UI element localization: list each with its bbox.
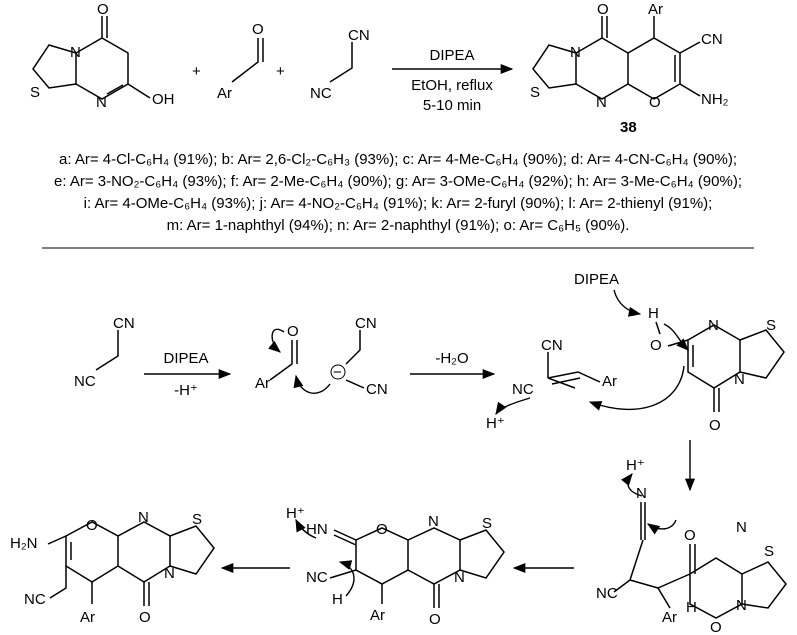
fp-Ar: Ar <box>80 609 95 626</box>
reactant-aldehyde: O Ar <box>217 21 264 102</box>
mm-N1: N <box>736 519 747 536</box>
ring-S: S <box>30 84 40 101</box>
p-ring-N: N <box>570 44 581 61</box>
ma-Ar: Ar <box>255 375 270 392</box>
step1-top: DIPEA <box>163 350 208 367</box>
step1-bottom: -H⁺ <box>174 382 198 399</box>
enol-H: H <box>648 305 659 322</box>
mc-CN2: CN <box>366 381 388 398</box>
ma-O: O <box>287 323 299 340</box>
im-H: H <box>332 591 343 608</box>
variant-line-4: m: Ar= 1-naphthyl (94%); n: Ar= 2-naphth… <box>167 217 630 234</box>
cond-time: 5-10 min <box>423 97 481 114</box>
im-S: S <box>482 515 492 532</box>
enol-S: S <box>766 317 776 334</box>
fp-NC: NC <box>24 591 46 608</box>
fp-O: O <box>86 517 98 534</box>
carbanion-charge: − <box>333 364 342 381</box>
fp-CO: O <box>139 609 151 626</box>
p-ring-N2: N <box>596 94 607 111</box>
p-NH2: NH₂ <box>701 91 729 108</box>
p-CN: CN <box>701 31 723 48</box>
reactant-malononitrile: CN NC <box>310 27 370 102</box>
product-38: O N S N O Ar CN NH₂ 38 <box>530 1 729 136</box>
im-Ar: Ar <box>370 607 385 624</box>
hydroxyl: OH <box>152 91 175 108</box>
reactant-thiazolopyrimidinone: O N S N OH <box>30 1 175 111</box>
mech-malononitrile: CN NC <box>74 315 135 390</box>
mech-final-product: H₂N O N N S O NC Ar <box>10 509 215 626</box>
proton-3: H⁺ <box>286 505 305 522</box>
m-NC: NC <box>74 373 96 390</box>
variant-line-2: e: Ar= 3-NO₂-C₆H₄ (93%); f: Ar= 2-Me-C₆H… <box>54 173 742 190</box>
mm-H: H <box>686 599 697 616</box>
plus-2: + <box>276 63 285 80</box>
mech-aldehyde-carbanion: O Ar − CN CN <box>255 315 388 398</box>
ar-CN: CN <box>541 337 563 354</box>
fp-H2N: H₂N <box>10 535 38 552</box>
enol-N1: N <box>708 317 719 334</box>
mech-enol: DIPEA H O N N S O <box>574 271 785 434</box>
ring-N2: N <box>96 94 107 111</box>
fp-N1: N <box>138 509 149 526</box>
mm-NC: NC <box>596 585 618 602</box>
fp-N2: N <box>164 565 175 582</box>
p-ring-S: S <box>530 84 540 101</box>
im-HN: HN <box>306 521 328 538</box>
aldehyde-Ar: Ar <box>217 85 232 102</box>
cond-solvent: EtOH, reflux <box>411 77 493 94</box>
mech-michael-adduct: H⁺ N NC Ar H O O N N S <box>596 457 787 635</box>
im-O: O <box>376 521 388 538</box>
ring-N: N <box>70 44 81 61</box>
plus-1: + <box>192 63 201 80</box>
p-carbonyl-O: O <box>597 1 609 18</box>
mm-O2: O <box>710 619 722 635</box>
base-label: DIPEA <box>574 271 619 288</box>
p-ring-O: O <box>649 94 661 111</box>
fp-S: S <box>192 511 202 528</box>
variant-line-3: i: Ar= 4-OMe-C₆H₄ (93%); j: Ar= 4-NO₂-C₆… <box>84 195 713 212</box>
m-CN: CN <box>113 315 135 332</box>
proton-1: H⁺ <box>486 415 505 432</box>
im-CO: O <box>429 611 441 628</box>
ar-NC: NC <box>512 381 534 398</box>
cond-reagent: DIPEA <box>429 47 474 64</box>
im-N2: N <box>454 569 465 586</box>
mech-imine: H⁺ HN O N N S O NC H Ar <box>286 505 505 628</box>
enol-N2: N <box>734 371 745 388</box>
proton-2: H⁺ <box>626 457 645 474</box>
ar-Ar: Ar <box>602 373 617 390</box>
aldehyde-O: O <box>252 21 264 38</box>
mm-O1: O <box>684 527 696 544</box>
im-N1: N <box>428 513 439 530</box>
carbonyl-O: O <box>97 1 109 18</box>
product-label: 38 <box>620 119 637 136</box>
variant-line-1: a: Ar= 4-Cl-C₆H₄ (91%); b: Ar= 2,6-Cl₂-C… <box>59 151 737 168</box>
mm-S: S <box>764 543 774 560</box>
enol-O: O <box>650 337 662 354</box>
malono-NC: NC <box>310 85 332 102</box>
enol-CO: O <box>709 417 721 434</box>
step2-top: -H₂O <box>435 350 468 367</box>
mc-CN: CN <box>355 315 377 332</box>
p-Ar: Ar <box>648 1 663 18</box>
mech-arylidene: CN NC Ar H⁺ <box>486 337 617 432</box>
im-NC: NC <box>306 569 328 586</box>
malono-CN: CN <box>348 27 370 44</box>
mm-Ar: Ar <box>662 609 677 626</box>
ma-N: N <box>636 485 647 502</box>
mm-N2: N <box>736 597 747 614</box>
